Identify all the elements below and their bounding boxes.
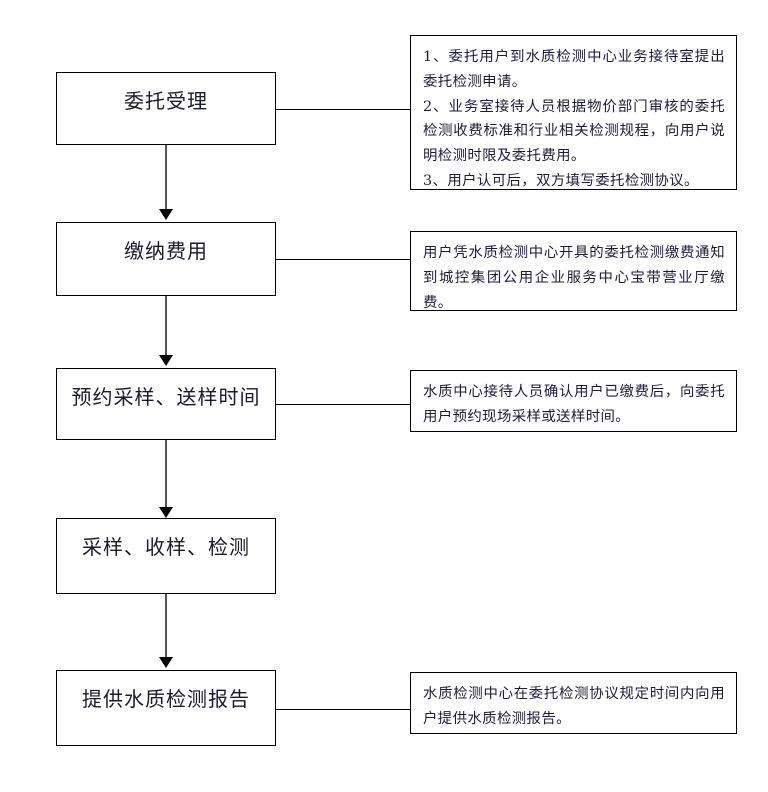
process-label-step-3: 预约采样、送样时间 (71, 385, 261, 409)
arrow-head-step-3-to-step-4 (159, 507, 173, 518)
arrow-stem-step-3-to-step-4 (165, 440, 167, 509)
arrow-head-step-2-to-step-3 (159, 355, 173, 366)
connector-line-step-2-to-note-2 (276, 259, 410, 260)
note-box-step-2[interactable]: 用户凭水质检测中心开具的委托检测缴费通知到城控集团公用企业服务中心宝带营业厅缴费… (410, 231, 737, 311)
arrow-stem-step-2-to-step-3 (165, 296, 167, 357)
arrow-head-step-4-to-step-5 (159, 657, 173, 668)
arrow-stem-step-1-to-step-2 (165, 145, 167, 211)
connector-line-step-3-to-note-3 (276, 404, 410, 405)
process-box-step-5[interactable]: 提供水质检测报告 (56, 670, 276, 746)
process-label-step-4: 采样、收样、检测 (82, 535, 250, 559)
connector-line-step-5-to-note-5 (276, 709, 410, 710)
note-text-step-2: 用户凭水质检测中心开具的委托检测缴费通知到城控集团公用企业服务中心宝带营业厅缴费… (423, 245, 725, 311)
note-text-step-5: 水质检测中心在委托检测协议规定时间内向用户提供水质检测报告。 (423, 686, 725, 727)
process-box-step-2[interactable]: 缴纳费用 (56, 222, 276, 296)
note-text-step-3: 水质中心接待人员确认用户已缴费后，向委托用户预约现场采样或送样时间。 (423, 384, 725, 425)
arrow-stem-step-4-to-step-5 (165, 594, 167, 659)
note-box-step-3[interactable]: 水质中心接待人员确认用户已缴费后，向委托用户预约现场采样或送样时间。 (410, 370, 737, 432)
process-box-step-3[interactable]: 预约采样、送样时间 (56, 368, 276, 440)
process-box-step-4[interactable]: 采样、收样、检测 (56, 518, 276, 594)
process-box-step-1[interactable]: 委托受理 (56, 72, 276, 145)
process-label-step-5: 提供水质检测报告 (82, 687, 250, 711)
connector-line-step-1-to-note-1 (276, 109, 410, 110)
arrow-head-step-1-to-step-2 (159, 209, 173, 220)
process-label-step-1: 委托受理 (124, 89, 208, 113)
note-box-step-5[interactable]: 水质检测中心在委托检测协议规定时间内向用户提供水质检测报告。 (410, 672, 737, 734)
process-label-step-2: 缴纳费用 (124, 239, 208, 263)
note-box-step-1[interactable]: 1、委托用户到水质检测中心业务接待室提出委托检测申请。 2、业务室接待人员根据物… (410, 35, 737, 190)
note-text-step-1: 1、委托用户到水质检测中心业务接待室提出委托检测申请。 2、业务室接待人员根据物… (423, 49, 725, 189)
